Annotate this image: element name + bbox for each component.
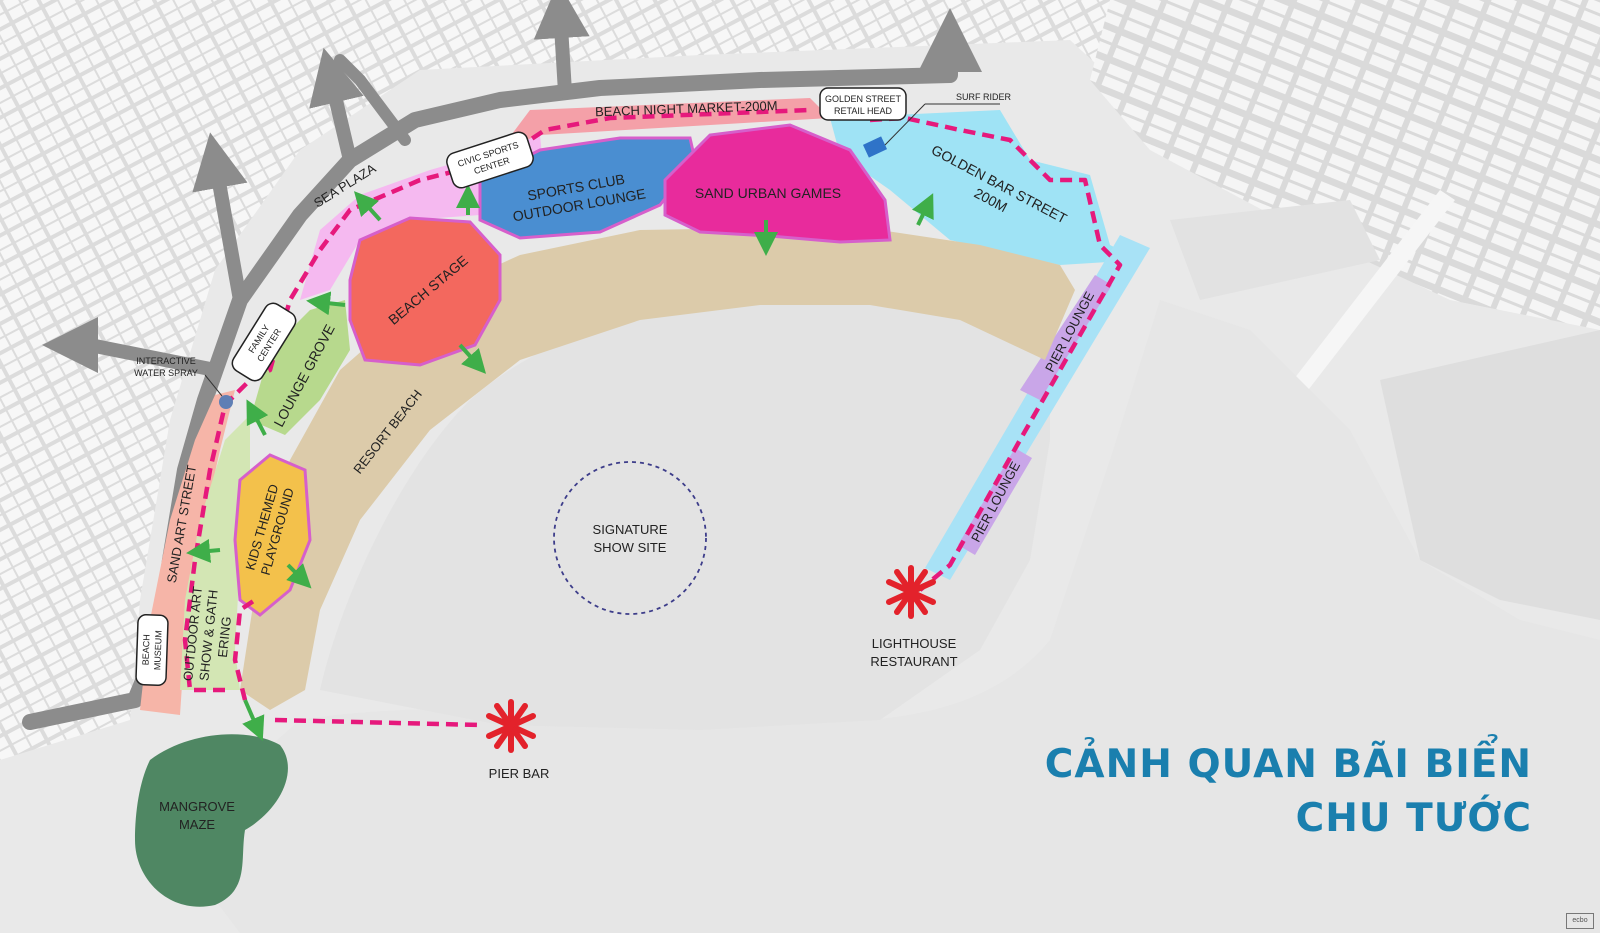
beach-museum-label-1: BEACH <box>140 634 151 665</box>
logo-mark: ecbo <box>1566 913 1594 929</box>
golden-street-label-2: RETAIL HEAD <box>834 106 893 116</box>
map-title-line-1: CẢNH QUAN BÃI BIỂN <box>1044 742 1532 787</box>
sand-urban-games-label: SAND URBAN GAMES <box>695 185 841 201</box>
access-arrows <box>186 184 934 742</box>
pier-bar-star-icon <box>486 699 536 753</box>
signature-show-site-label-2: SHOW SITE <box>594 540 667 555</box>
sand-urban-games-zone <box>663 123 892 244</box>
beach-museum-callout-box <box>135 614 169 686</box>
water-spray-label-1: INTERACTIVE <box>136 356 196 366</box>
beach-museum-label-2: MUSEUM <box>152 630 163 670</box>
beach-stage-zone <box>348 216 502 367</box>
water-spray-leader <box>204 374 223 397</box>
mangrove-maze-label-2: MAZE <box>179 817 215 832</box>
lighthouse-label-1: LIGHTHOUSE <box>872 636 957 651</box>
signature-show-site-circle <box>553 461 707 615</box>
surf-rider-leader <box>884 103 926 146</box>
surf-rider-label: SURF RIDER <box>956 92 1012 102</box>
surf-rider-marker <box>862 136 888 158</box>
pier-bar-label: PIER BAR <box>489 766 550 781</box>
outdoor-art-label-3: ERING <box>215 616 234 659</box>
map-title: CẢNH QUAN BÃI BIỂN CHU TƯỚC <box>1045 738 1532 846</box>
golden-street-callout-box <box>819 87 907 121</box>
lighthouse-star-icon <box>886 565 936 619</box>
lounge-grove-zone <box>250 300 350 435</box>
outdoor-art-zone <box>180 415 250 690</box>
pier-lounge-lower-area <box>958 448 1032 555</box>
golden-bar-street-zone <box>830 110 1140 265</box>
pier-lounge-upper-area <box>1020 275 1112 400</box>
map-title-line-2: CHU TƯỚC <box>1295 796 1532 841</box>
civic-sports-callout-box <box>446 131 534 189</box>
water-spray-marker <box>219 395 233 409</box>
water-spray-label-2: WATER SPRAY <box>134 368 198 378</box>
mangrove-maze-label-1: MANGROVE <box>159 799 235 814</box>
pier <box>925 235 1150 580</box>
sea <box>200 300 1600 933</box>
lighthouse-label-2: RESTAURANT <box>870 654 957 669</box>
beach-night-market-label: BEACH NIGHT MARKET-200M <box>595 98 778 119</box>
golden-street-label-1: GOLDEN STREET <box>825 94 902 104</box>
signature-show-site-label-1: SIGNATURE <box>593 522 668 537</box>
mangrove-maze-zone <box>135 734 288 907</box>
inner-bay <box>320 290 1050 730</box>
family-center-callout-box <box>231 302 297 382</box>
